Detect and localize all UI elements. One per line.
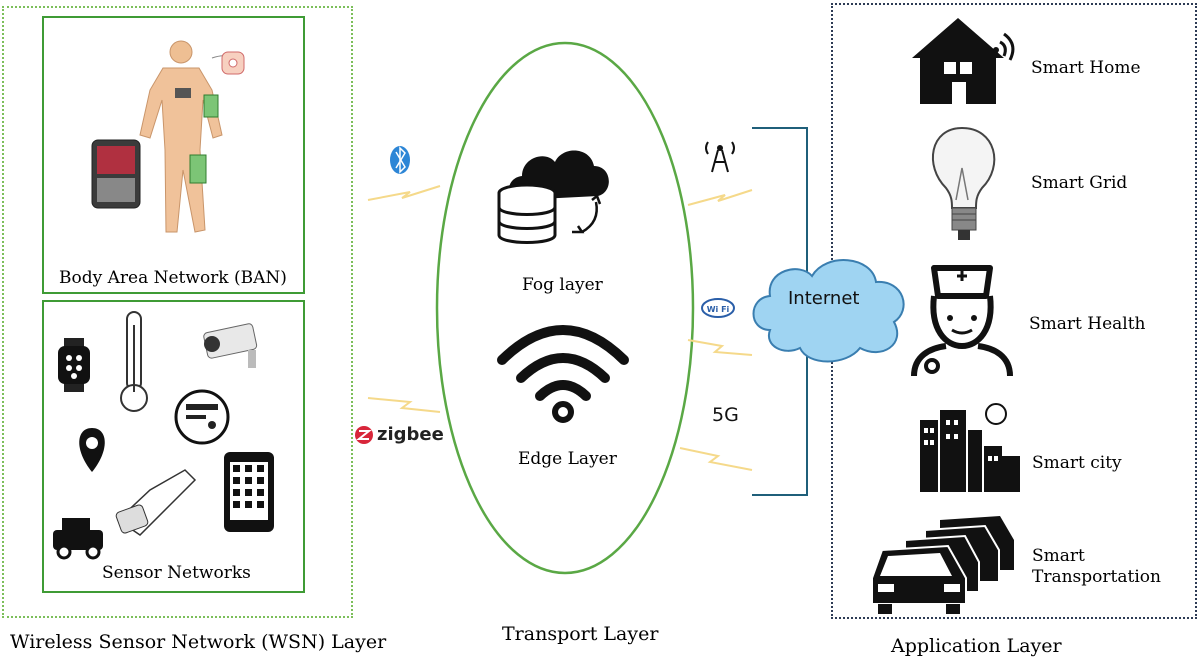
transport-ellipse bbox=[435, 41, 695, 575]
app-label-smart-city: Smart city bbox=[1032, 453, 1122, 473]
link-lines-right bbox=[679, 189, 753, 471]
smartwatch-icon bbox=[58, 338, 90, 392]
internet-cloud bbox=[752, 259, 905, 363]
cars-icon bbox=[871, 516, 1014, 614]
human-body-illustration bbox=[139, 40, 245, 233]
edge-layer-label: Edge Layer bbox=[518, 449, 617, 469]
sensor-networks-label: Sensor Networks bbox=[102, 563, 251, 583]
app-label-smart-home: Smart Home bbox=[1031, 58, 1141, 78]
location-pin-icon bbox=[79, 428, 105, 472]
vehicle-icon bbox=[53, 518, 103, 560]
light-bulb-icon bbox=[932, 126, 996, 240]
transport-layer-label: Transport Layer bbox=[502, 623, 659, 645]
zigbee-label: zigbee bbox=[377, 424, 444, 445]
tablet-icon bbox=[224, 452, 274, 532]
ban-box bbox=[42, 16, 305, 294]
bluetooth-icon bbox=[390, 146, 410, 174]
antenna-icon bbox=[705, 141, 735, 173]
ban-link-line bbox=[367, 185, 441, 201]
city-icon bbox=[920, 403, 1020, 492]
security-camera-icon bbox=[203, 323, 258, 368]
fog-cloud-database-icon bbox=[497, 150, 609, 244]
sensor-link-line bbox=[367, 397, 441, 413]
sensor-networks-box bbox=[42, 300, 305, 593]
application-layer-label: Application Layer bbox=[891, 635, 1062, 657]
internet-label: Internet bbox=[788, 288, 860, 309]
app-label-smart-grid: Smart Grid bbox=[1031, 173, 1128, 193]
house-icon bbox=[912, 18, 1015, 104]
wsn-layer-label: Wireless Sensor Network (WSN) Layer bbox=[10, 631, 387, 653]
5g-label: 5G bbox=[712, 404, 739, 426]
smart-meter-icon bbox=[174, 389, 230, 445]
edge-wifi-icon bbox=[497, 325, 629, 423]
thermometer-icon bbox=[120, 311, 148, 412]
smartphone-illustration bbox=[91, 139, 141, 209]
svg-text:Wi Fi: Wi Fi bbox=[707, 305, 730, 314]
wsn-layer-box bbox=[2, 6, 353, 618]
app-label-smart-transportation: Smart Transportation bbox=[1032, 546, 1161, 587]
nurse-icon bbox=[911, 265, 1013, 377]
blood-pressure-wrist-icon bbox=[115, 469, 197, 536]
app-label-smart-health: Smart Health bbox=[1029, 314, 1146, 334]
fog-layer-label: Fog layer bbox=[522, 275, 603, 295]
ban-label: Body Area Network (BAN) bbox=[59, 268, 287, 288]
wifi-logo-icon: Wi Fi bbox=[701, 298, 735, 318]
zigbee-logo-icon bbox=[355, 426, 373, 444]
